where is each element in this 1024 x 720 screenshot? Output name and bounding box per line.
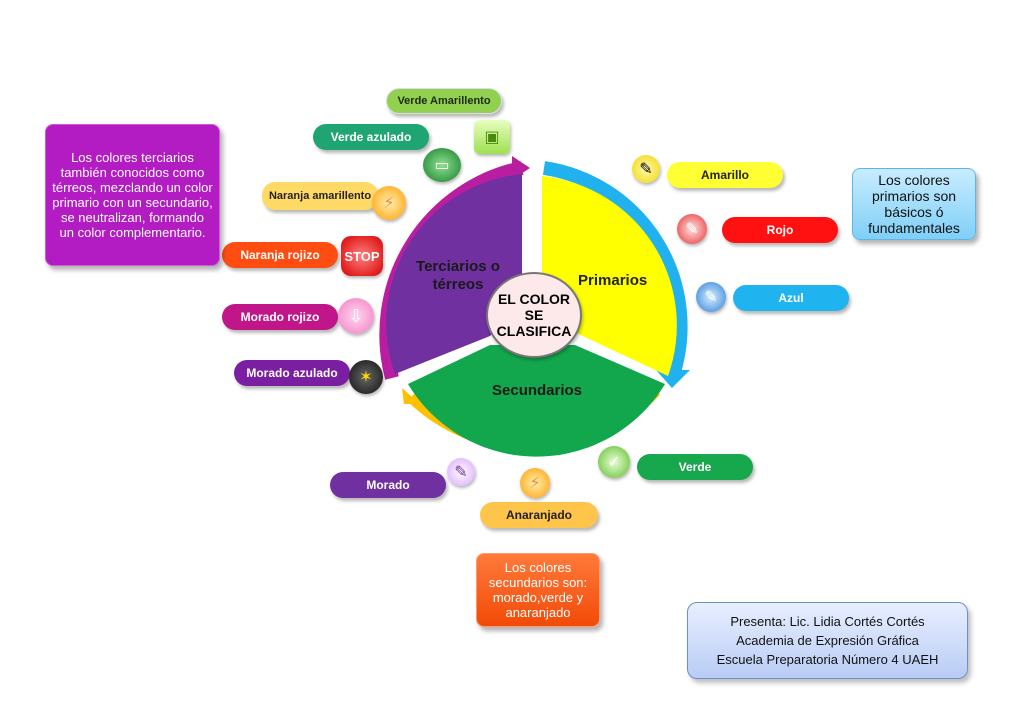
note-terciarios: Los colores terciarios también conocidos…: [45, 124, 220, 266]
pill-verde-amarillento: Verde Amarillento: [386, 88, 502, 114]
paint-brush-icon: ✎: [677, 214, 707, 244]
monitor-icon: ▭: [423, 148, 461, 182]
center-title: EL COLOR SE CLASIFICA: [486, 272, 582, 358]
lightning-orb-icon: ⚡: [372, 186, 406, 220]
pill-verde: Verde: [637, 454, 753, 480]
terciarios-arrow-head: [512, 156, 530, 180]
folder-icon: ▣: [474, 120, 510, 154]
sector-secundarios: [408, 345, 665, 457]
pill-naranja-amarillento: Naranja amarillento: [262, 182, 378, 210]
down-arrow-icon: ⇩: [338, 298, 374, 334]
stop-sign-text: STOP: [344, 248, 380, 264]
credits-school: Escuela Preparatoria Número 4 UAEH: [716, 652, 939, 667]
pill-rojo: Rojo: [722, 217, 838, 243]
sector-label-secundarios: Secundarios: [492, 382, 583, 399]
pill-azul: Azul: [733, 285, 849, 311]
check-icon: ✓: [598, 446, 630, 478]
pill-naranja-rojizo: Naranja rojizo: [222, 242, 338, 268]
note-secundarios: Los colores secundarios son: morado,verd…: [476, 553, 600, 627]
credits-presenter: Presenta: Lic. Lidia Cortés Cortés: [730, 614, 925, 629]
pill-morado-azulado: Morado azulado: [234, 360, 350, 386]
pill-amarillo: Amarillo: [667, 162, 783, 188]
pill-anaranjado: Anaranjado: [480, 502, 598, 528]
center-title-text: EL COLOR SE CLASIFICA: [496, 291, 572, 339]
primarios-arrow-head: [656, 370, 690, 388]
pill-morado-rojizo: Morado rojizo: [222, 304, 338, 330]
sector-label-primarios: Primarios: [578, 272, 648, 289]
sector-label-terciarios: Terciarios o térreos: [416, 258, 500, 293]
lightning-orb-icon: ⚡: [520, 468, 550, 498]
secundarios-arrow-head: [402, 388, 420, 404]
note-primarios: Los colores primarios son básicos ó fund…: [852, 168, 976, 240]
paint-brush-icon: ✎: [447, 458, 475, 486]
bomb-icon: ✶: [349, 360, 383, 394]
stop-sign-icon: STOP: [341, 236, 383, 276]
pill-verde-azulado: Verde azulado: [313, 124, 429, 150]
credits-box: Presenta: Lic. Lidia Cortés Cortés Acade…: [687, 602, 968, 679]
paint-brush-icon: ✎: [632, 155, 660, 183]
primarios-arrow-arc: [542, 161, 688, 381]
paint-brush-icon: ✎: [696, 282, 726, 312]
pill-morado: Morado: [330, 472, 446, 498]
credits-academy: Academia de Expresión Gráfica: [736, 633, 919, 648]
